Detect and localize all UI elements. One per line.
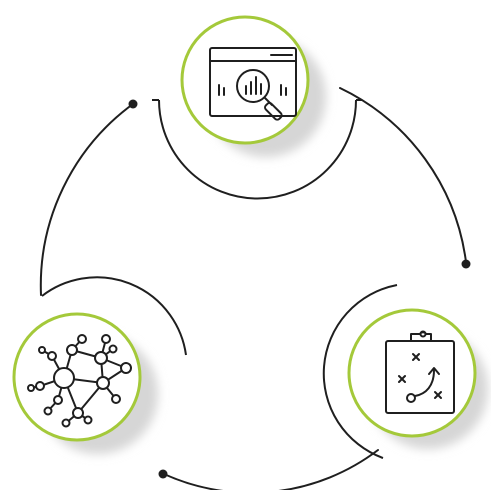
node-outer-arc: [322, 284, 398, 459]
connector-dot: [158, 469, 168, 479]
node-network: [12, 276, 187, 454]
node-strategy: [322, 284, 488, 459]
clipboard-strategy-play-icon: [385, 330, 455, 414]
node-ring: [180, 15, 310, 145]
connector-arc-bottom: [163, 449, 379, 490]
browser-analytics-magnifier-icon: [209, 47, 297, 121]
connector-arc-top-left: [39, 103, 134, 296]
network-nodes-icon: [27, 334, 132, 428]
connector-dot: [461, 259, 471, 269]
node-ring: [12, 312, 142, 442]
node-analytics: [152, 15, 362, 200]
node-ring: [347, 308, 477, 438]
connector-dot: [128, 99, 138, 109]
node-outer-arc: [158, 99, 357, 200]
node-outer-arc: [41, 276, 187, 356]
connector-arc-top-right: [339, 87, 467, 263]
cycle-connector-arcs: [39, 87, 471, 490]
